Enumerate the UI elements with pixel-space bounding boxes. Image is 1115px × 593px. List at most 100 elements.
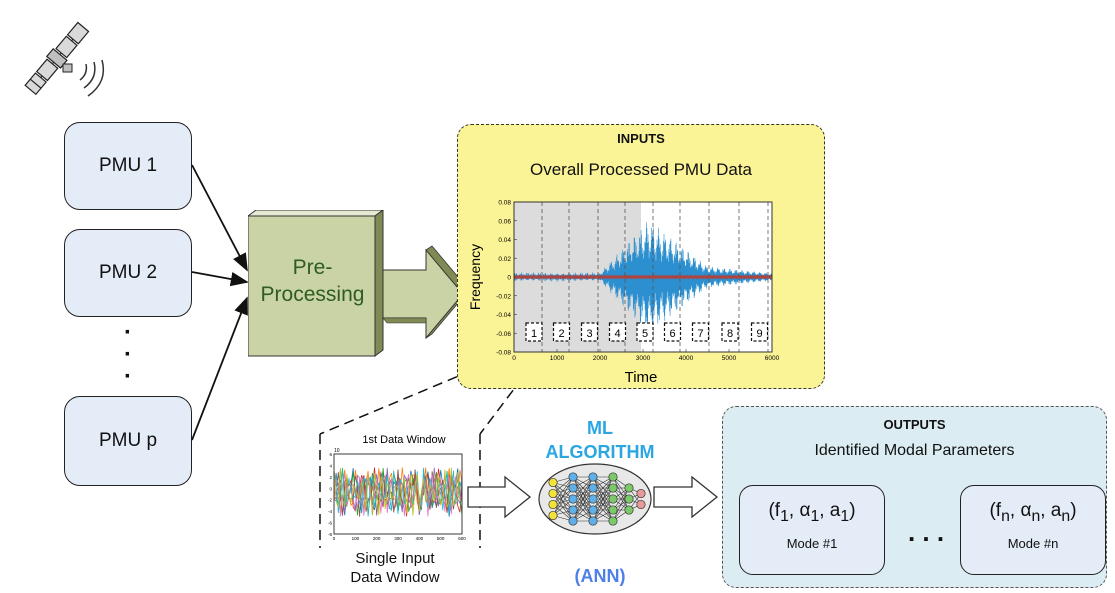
window-label: 2 [558,328,564,340]
ytick-label: 0.04 [498,237,511,244]
sw-ytick-label: 6 [329,452,332,457]
xtick-label: 4000 [679,355,694,362]
frequency-signal [513,222,773,332]
single-window-caption-line1: Single Input [355,550,435,567]
sw-ytick-label: -8 [328,532,332,537]
outputs-heading: OUTPUTS [883,417,946,432]
sw-ytick-label: 4 [329,463,332,468]
nn-node [588,516,598,526]
window-box [552,322,571,342]
nn-edge [572,487,594,522]
nn-node [588,483,598,493]
window-label: 1 [531,328,537,340]
window-series-line [333,467,463,517]
neural-network-icon [538,463,652,535]
pmu1-arrow [191,164,248,272]
nn-node [608,505,618,515]
xtick-label: 2000 [593,355,608,362]
nn-edge [592,476,614,500]
mode-1-card: (f1, α1, a1) Mode #1 [739,485,885,575]
ytick-label: 0.02 [498,256,511,263]
window-label: 4 [614,328,620,340]
nn-edge [572,498,594,522]
preprocessing-label: Pre- Processing [250,254,375,308]
nn-edge [572,476,594,511]
nn-node [568,483,578,493]
ytick-label: -0.06 [496,331,511,338]
pmu-2-box: PMU 2 [64,229,192,317]
window-label: 5 [642,328,648,340]
sw-ytick-label: 0 [329,486,332,491]
vertical-ellipsis: ··· [124,319,132,390]
inputs-heading: INPUTS [617,131,665,146]
nn-node [608,494,618,504]
ytick-label: -0.02 [496,293,511,300]
overall-xlabel: Time [625,369,658,386]
xtick-label: 0 [512,355,516,362]
window-series-line [333,467,463,516]
nn-node [568,494,578,504]
window-label: 8 [727,328,733,340]
sw-ytick-label: -6 [328,521,332,526]
ytick-label: -0.04 [496,312,511,319]
window-box [721,322,739,342]
nn-edge [592,476,614,522]
sw-ytick-label: 2 [329,475,332,480]
pmu-p-label: PMU p [98,430,158,451]
window-box [636,322,654,342]
mode-1-parameters: (f1, α1, a1) [768,500,856,525]
xtick-label: 1000 [550,355,565,362]
nn-edge [592,498,614,522]
nn-node [608,472,618,482]
preprocessing-block [248,210,470,357]
nn-edge [592,476,614,511]
sw-xtick-label: 500 [437,536,445,541]
nn-node [548,510,558,521]
ytick-label: 0.08 [498,200,511,207]
single-window-caption: Single Input Data Window [330,549,460,587]
nn-node [636,488,646,499]
pmu-p-box: PMU p [64,396,192,486]
ml-label-line2: ALGORITHM [545,442,655,462]
ytick-label: 0 [507,275,511,282]
nn-node [608,483,618,493]
window-label: 7 [697,328,703,340]
window-box [663,322,682,342]
mode-1-label: Mode #1 [786,535,838,551]
window-label: 9 [756,328,762,340]
overall-ylabel: Frequency [467,244,483,310]
nn-node [624,483,634,493]
single-window-title: 1st Data Window [362,434,445,446]
sw-ytick-label: -2 [328,498,332,503]
nn-node [548,488,558,499]
nn-node [568,472,578,482]
nn-node [548,477,558,488]
mode-n-card: (fn, αn, an) Mode #n [960,485,1106,575]
sw-xtick-label: 100 [352,536,360,541]
ml-algorithm-label: ML ALGORITHM [540,416,660,464]
outputs-subtitle: Identified Modal Parameters [814,442,1015,459]
pmu-2-label: PMU 2 [98,262,158,283]
nn-node [608,516,618,526]
window-label: 3 [586,328,592,340]
window-box [750,322,769,342]
single-window-exponent: 10 [334,448,340,454]
satellite-icon [24,21,105,97]
sw-xtick-label: 200 [373,536,381,541]
to-ml-arrow [467,475,532,519]
window-label: 6 [669,328,675,340]
pmu2-arrow [191,271,249,287]
frequency-signal-secondary [513,274,773,280]
nn-node [624,494,634,504]
nn-edge [572,476,594,522]
nn-edge [592,487,614,522]
nn-node [636,499,646,510]
ann-label: (ANN) [574,566,626,586]
ml-label-line1: ML [587,418,613,438]
sw-xtick-label: 600 [458,536,466,541]
preprocessing-label-line2: Processing [260,283,365,306]
nn-node [588,472,598,482]
inputs-chart-title: Overall Processed PMU Data [529,160,753,179]
sw-xtick-label: 300 [394,536,402,541]
